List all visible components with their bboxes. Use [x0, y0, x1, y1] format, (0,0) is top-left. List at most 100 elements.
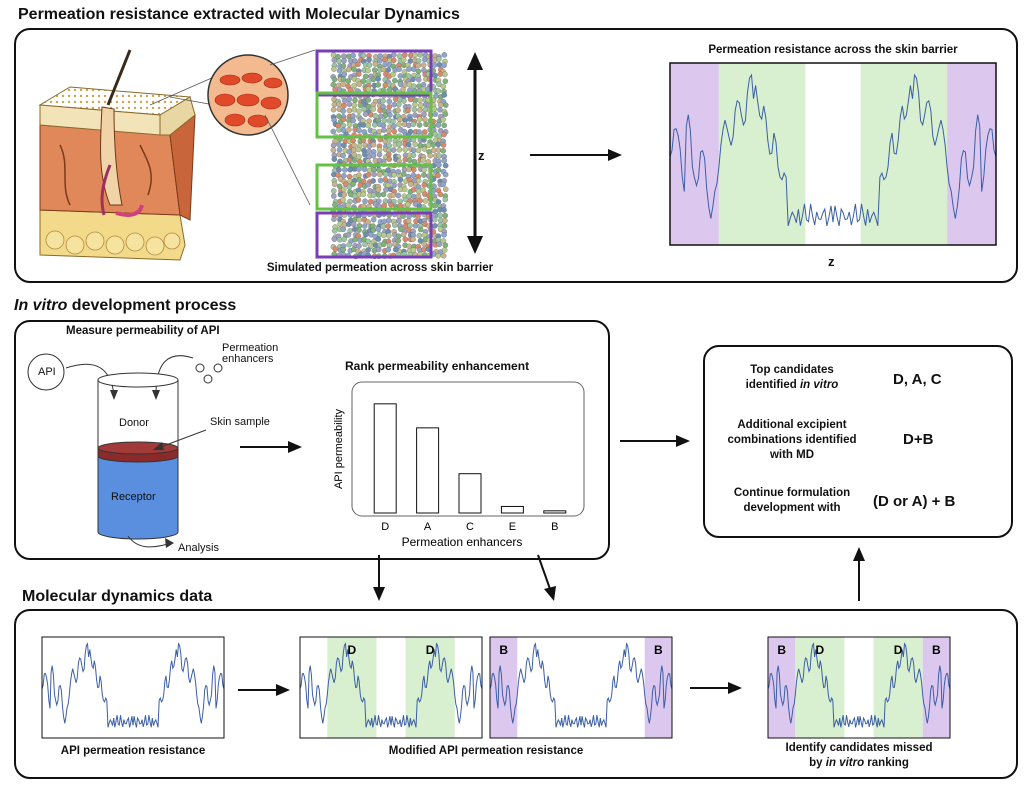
- lipid-atom: [442, 162, 449, 169]
- lipid-atom: [440, 83, 447, 90]
- lipid-atom: [375, 236, 382, 242]
- lipid-atom: [341, 191, 348, 198]
- plot-band: [947, 63, 996, 245]
- lipid-atom: [411, 106, 418, 113]
- lipid-atom: [360, 191, 366, 198]
- lipid-atom: [357, 102, 364, 109]
- lipid-atom: [350, 221, 357, 227]
- lipid-atom: [442, 111, 449, 117]
- lipid-atom: [388, 201, 394, 208]
- summary-panel: [703, 345, 1013, 538]
- lipid-atom: [435, 253, 441, 259]
- lipid-atom: [375, 246, 382, 253]
- bar-C: [458, 473, 482, 514]
- lipid-atom: [350, 113, 356, 119]
- plot-frame: [767, 636, 951, 739]
- plot-tag: D: [348, 643, 357, 657]
- lipid-atom: [417, 197, 423, 204]
- summary-row2-value: D+B: [903, 431, 934, 448]
- lipid-atom: [381, 127, 387, 133]
- lipid-atom: [390, 147, 397, 153]
- resistance-line: [489, 642, 673, 728]
- lipid-atom: [340, 127, 347, 133]
- skin-illustration: [38, 49, 316, 261]
- lipid-atom: [363, 231, 369, 238]
- section1-title: Permeation resistance extracted with Mol…: [18, 6, 460, 23]
- lipid-atom: [366, 148, 372, 154]
- lipid-atom: [380, 122, 387, 129]
- lipid-atom: [356, 217, 363, 223]
- plot-api-resistance: [41, 636, 225, 739]
- lipid-atom: [410, 247, 417, 253]
- lipid-atom: [377, 177, 384, 184]
- bar-D: [373, 403, 397, 514]
- lipid-atom: [356, 71, 362, 77]
- lipid-atom: [436, 56, 442, 62]
- lipid-atom: [386, 232, 392, 239]
- lipid-atom: [366, 56, 372, 63]
- lipid-atom: [402, 223, 409, 230]
- lipid-atom: [370, 178, 376, 184]
- lipid-atom: [340, 226, 346, 233]
- lipid-atom: [408, 181, 414, 187]
- lipid-atom: [346, 173, 353, 180]
- lipid-atom: [420, 246, 427, 253]
- lipid-atom: [365, 172, 372, 178]
- plot-tag: B: [932, 643, 941, 657]
- lipid-atom: [365, 97, 372, 103]
- diffusion-cell: [27, 353, 223, 548]
- section2-title-rest: development process: [67, 297, 237, 314]
- plot4-caption-italic: in vitro: [825, 757, 865, 769]
- lipid-atom: [331, 188, 337, 194]
- lipid-atom: [381, 218, 388, 225]
- lipid-atom: [340, 197, 346, 203]
- lipid-atom: [365, 67, 371, 74]
- lipid-atom: [405, 141, 412, 148]
- lipid-atom: [377, 171, 383, 178]
- lipid-atom: [441, 247, 448, 253]
- lipid-atom: [341, 57, 347, 64]
- lipid-atom: [391, 123, 397, 129]
- lipid-atom: [436, 153, 443, 159]
- arrow-p3-p4: [690, 682, 742, 694]
- plot-xlabel: z: [828, 254, 835, 269]
- lipid-atom: [397, 73, 404, 79]
- resistance-line: [767, 642, 951, 728]
- lipid-atom: [401, 69, 408, 75]
- section3-title: Molecular dynamics data: [22, 588, 213, 605]
- lipid-atom: [385, 128, 392, 134]
- lipid-atom: [391, 51, 397, 58]
- plot-frame: [489, 636, 673, 739]
- bar-B: [543, 510, 567, 514]
- lipid-atom: [437, 71, 444, 77]
- lipid-atom: [367, 198, 374, 205]
- lipid-atom: [356, 127, 362, 133]
- lipid-atom: [376, 58, 383, 64]
- lipid-atom: [421, 182, 428, 188]
- lipid-atom: [362, 198, 368, 204]
- lipid-atom: [406, 122, 412, 128]
- lipid-atom: [350, 117, 356, 124]
- lipid-atom: [417, 226, 424, 233]
- summary-row2-text: Additional excipient combinations identi…: [727, 419, 857, 461]
- lipid-atom: [351, 82, 357, 89]
- lipid-atom: [397, 81, 404, 87]
- lipid-atom: [370, 106, 377, 112]
- lipid-atom: [356, 227, 362, 233]
- lipid-atom: [436, 81, 442, 87]
- plot4-caption-c: ranking: [864, 757, 909, 769]
- lipid-atom: [361, 166, 368, 173]
- lipid-atom: [392, 246, 399, 253]
- lipid-atom: [442, 217, 448, 224]
- lipid-atom: [407, 116, 413, 122]
- arrow-p1-p2: [238, 684, 290, 696]
- lipid-atom: [366, 62, 373, 68]
- lipid-atom: [346, 127, 352, 133]
- lipid-atom: [347, 166, 353, 173]
- lipid-atom: [376, 146, 383, 153]
- plot-frame: [669, 62, 997, 246]
- lipid-atom: [341, 103, 347, 109]
- lipid-atom: [391, 182, 397, 189]
- lipid-atom: [330, 106, 337, 113]
